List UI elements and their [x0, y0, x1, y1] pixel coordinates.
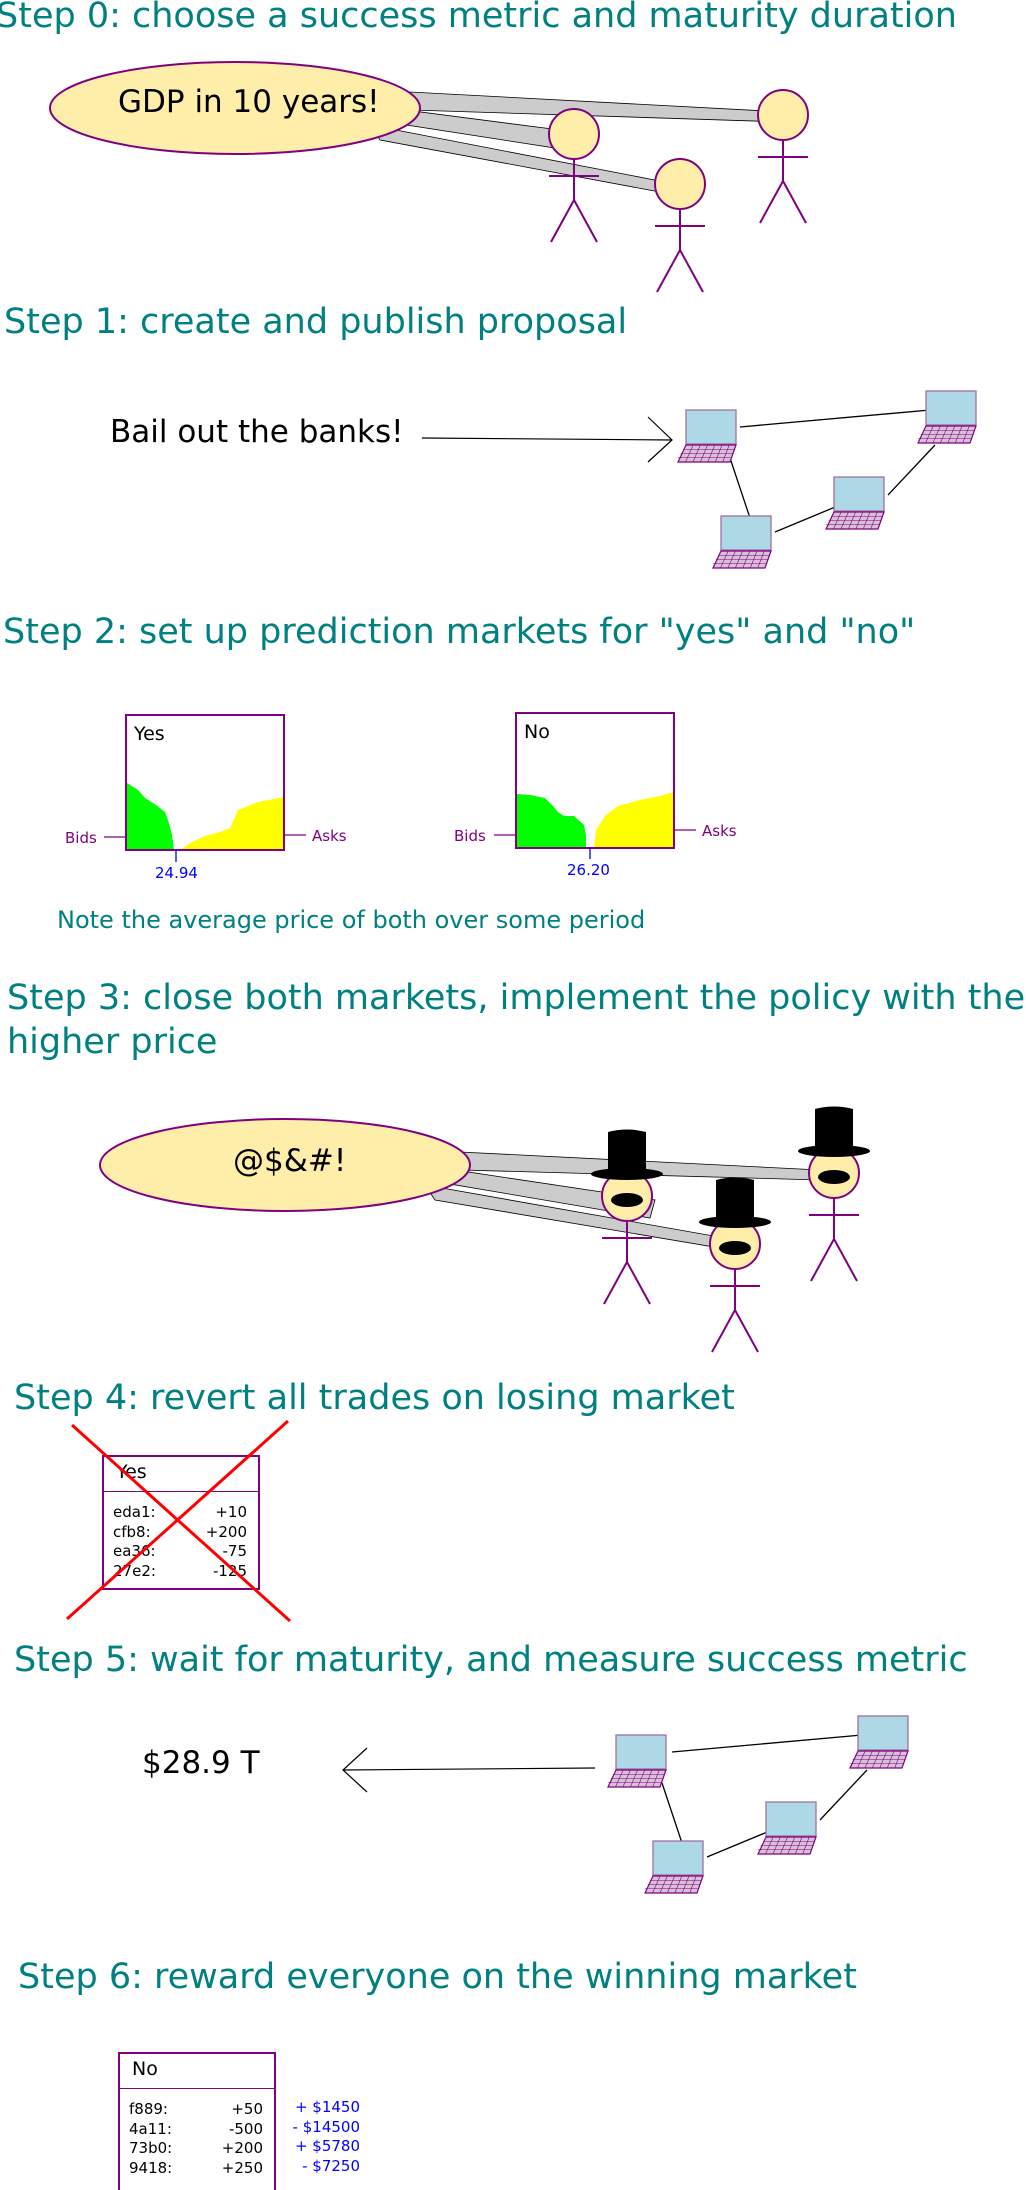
top-hat-icon	[798, 1106, 870, 1157]
reward-amount: + $5780	[294, 2137, 360, 2155]
laptop-icon	[677, 409, 737, 463]
losing-market-title: Yes	[116, 1461, 147, 1483]
trader-id: cfb8:	[113, 1522, 151, 1541]
trade-amount: +200	[205, 1522, 247, 1541]
no-asks-label: Asks	[702, 822, 737, 840]
trader-id: 4a11:	[129, 2119, 172, 2138]
step6-trade-row: 9418: +250	[129, 2159, 263, 2179]
yes-order-book: Yes Bids Asks 24.94	[65, 714, 347, 882]
yes-bids-area	[127, 783, 176, 850]
yes-book-title: Yes	[133, 723, 165, 745]
laptop-icon	[712, 515, 772, 569]
trader-id: 9418:	[129, 2158, 173, 2177]
stick-figure-person	[654, 158, 706, 293]
reward-amount: + $1450	[294, 2098, 360, 2116]
laptop-icon	[607, 1734, 667, 1788]
mustache-icon	[719, 1241, 751, 1255]
step-2-heading: Step 2: set up prediction markets for "y…	[3, 612, 916, 652]
step-6-heading: Step 6: reward everyone on the winning m…	[18, 1957, 857, 1997]
step-3-bubble-text: @$&#!	[233, 1143, 347, 1179]
trader-id: ea36:	[113, 1542, 156, 1560]
no-bids-label: Bids	[454, 827, 486, 845]
winning-market-ledger: No f889: +50 4a11: -500 73b0: +200 9418: +250	[118, 2052, 276, 2190]
laptop-icon	[917, 390, 977, 444]
step4-trade-row: 27e2:-125	[113, 1562, 247, 1582]
banker-figure	[591, 1129, 663, 1305]
mustache-icon	[611, 1193, 643, 1207]
yes-asks-label: Asks	[312, 827, 347, 845]
no-price-label: 26.20	[567, 861, 610, 879]
trade-amount: -500	[228, 2119, 263, 2138]
step-2-order-books: Yes Bids Asks 24.94 No Bids Asks 26.20	[65, 712, 737, 882]
no-asks-area	[594, 792, 674, 848]
trade-amount: +250	[221, 2158, 263, 2177]
step-5-heading: Step 5: wait for maturity, and measure s…	[14, 1640, 968, 1680]
trade-amount: +10	[215, 1503, 247, 1521]
top-hat-icon	[699, 1177, 771, 1228]
no-book-title: No	[524, 721, 550, 743]
trader-id: 73b0:	[129, 2139, 173, 2157]
arrow-right-icon	[421, 416, 673, 463]
trade-amount: +200	[221, 2139, 263, 2157]
step4-trade-row: ea36: -75	[113, 1542, 247, 1562]
laptop-icon	[644, 1840, 704, 1894]
laptop-icon	[757, 1801, 817, 1855]
step-4-heading: Step 4: revert all trades on losing mark…	[14, 1378, 735, 1418]
step-2-note: Note the average price of both over some…	[57, 906, 646, 934]
cross-out-icon	[65, 1419, 292, 1623]
yes-price-label: 24.94	[155, 864, 198, 882]
step-5-illustration	[342, 1715, 909, 1894]
banker-figure	[798, 1106, 870, 1282]
trader-id: f889:	[129, 2100, 168, 2118]
losing-market-ledger: Yes eda1: +10 cfb8: +200 ea36: -75 27e2:-125	[102, 1455, 260, 1590]
step-3-heading: Step 3: close both markets, implement th…	[7, 978, 1026, 1062]
reward-amount: - $14500	[292, 2117, 360, 2136]
stick-figure-person	[548, 108, 600, 243]
reward-amount: - $7250	[302, 2156, 360, 2175]
arrow-left-icon	[342, 1747, 596, 1793]
step-1-heading: Step 1: create and publish proposal	[4, 302, 628, 342]
laptop-icon	[825, 476, 885, 530]
yes-bids-label: Bids	[65, 829, 97, 847]
step-0-bubble-text: GDP in 10 years!	[118, 84, 380, 120]
step-3-illustration	[99, 1106, 870, 1353]
winning-market-title: No	[132, 2058, 158, 2080]
network-links	[729, 409, 936, 533]
yes-asks-area	[182, 797, 284, 849]
step-0-heading: Step 0: choose a success metric and matu…	[0, 0, 957, 36]
stick-figure-person	[757, 89, 809, 224]
trader-id: eda1:	[113, 1503, 156, 1521]
step6-trade-row: 4a11: -500	[129, 2120, 263, 2140]
step-1-proposal-text: Bail out the banks!	[110, 414, 404, 450]
step-0-illustration	[49, 61, 809, 293]
yes-book-frame	[125, 714, 285, 851]
no-book-frame	[515, 712, 675, 849]
laptop-icon	[849, 1715, 909, 1769]
mustache-icon	[818, 1170, 850, 1184]
trade-amount: +50	[231, 2100, 263, 2118]
winning-market-trades: f889: +50 4a11: -500 73b0: +200 9418: +250	[129, 2100, 263, 2178]
speech-bubble	[49, 61, 421, 155]
step4-trade-row: eda1: +10	[113, 1503, 247, 1523]
no-order-book: No Bids Asks 26.20	[454, 712, 737, 879]
network-links	[661, 1734, 868, 1858]
top-hat-icon	[591, 1129, 663, 1180]
step6-trade-row: 73b0: +200	[129, 2139, 263, 2159]
trader-id: 27e2:	[113, 1561, 156, 1580]
step-1-illustration	[421, 390, 977, 569]
step4-trade-row: cfb8: +200	[113, 1523, 247, 1543]
speech-bubble	[99, 1118, 471, 1212]
measured-metric-value: $28.9 T	[142, 1745, 260, 1781]
step6-trade-row: f889: +50	[129, 2100, 263, 2120]
losing-market-trades: eda1: +10 cfb8: +200 ea36: -75 27e2:-125	[113, 1503, 247, 1581]
reward-amounts: + $1450- $14500+ $5780- $7250	[285, 2098, 360, 2176]
no-bids-area	[517, 794, 586, 848]
trade-amount: -75	[222, 1542, 248, 1560]
banker-figure	[699, 1177, 771, 1353]
